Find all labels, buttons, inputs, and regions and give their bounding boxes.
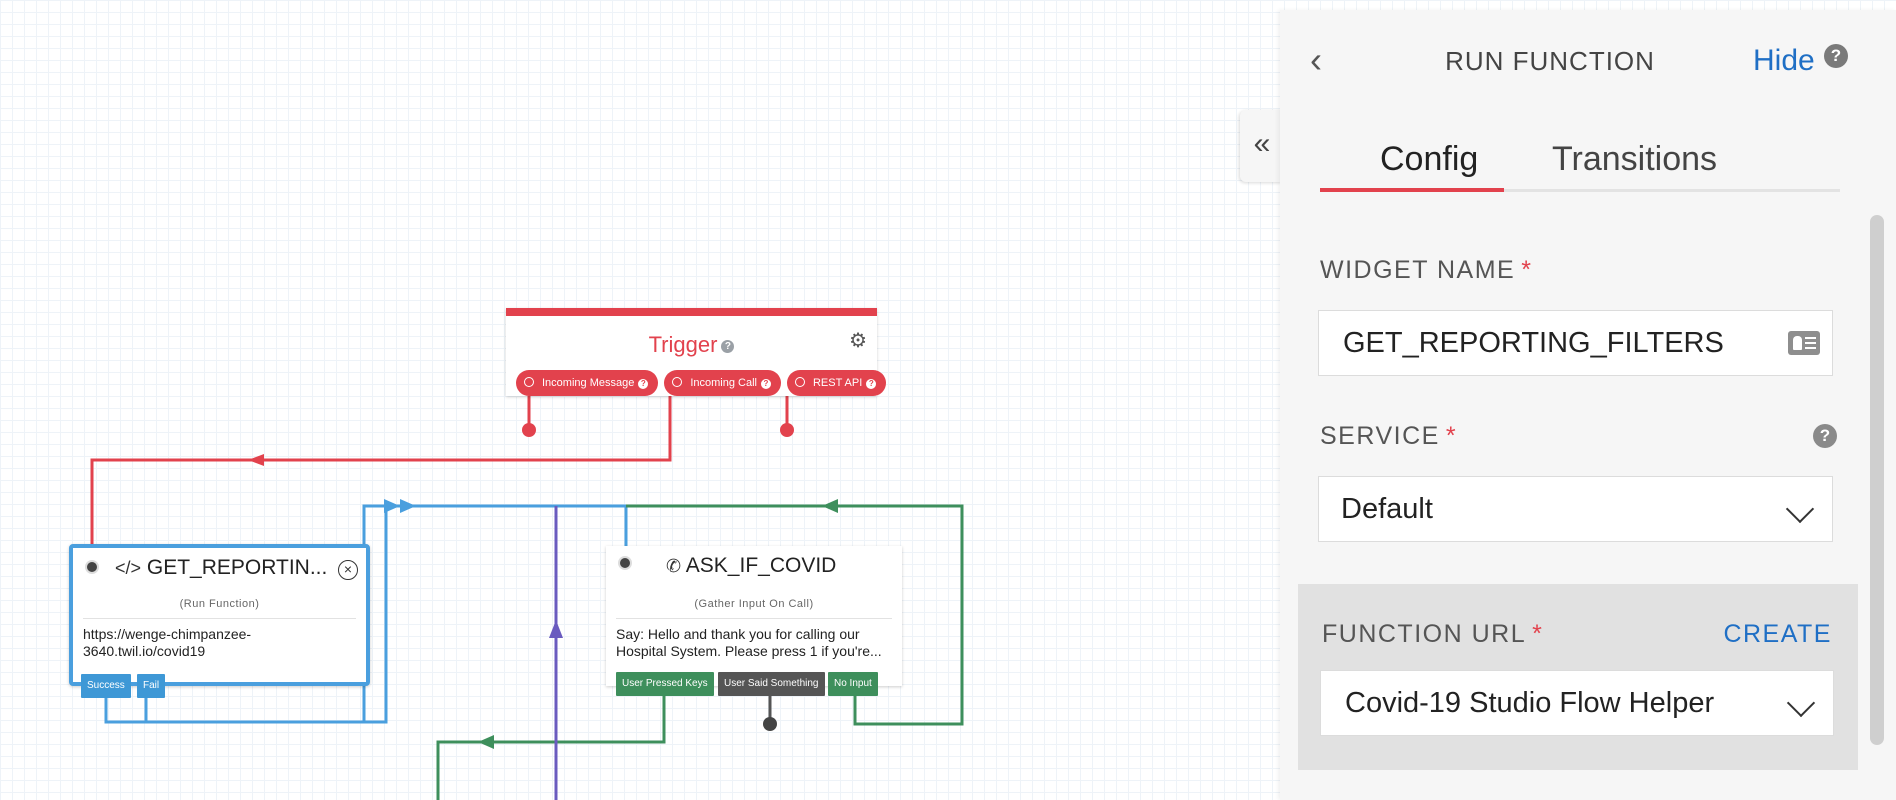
arrow-green-top bbox=[822, 499, 838, 513]
flow-canvas[interactable]: Trigger? ⚙ Incoming Message? Incoming Ca… bbox=[0, 0, 1280, 800]
function-url-select[interactable]: Covid-19 Studio Flow Helper bbox=[1320, 670, 1834, 736]
widget-subtitle: (Gather Input On Call) bbox=[694, 598, 814, 610]
double-chevron-left-icon: « bbox=[1253, 127, 1270, 160]
trigger-rest-endpoint bbox=[780, 423, 794, 437]
widget-body: https://wenge-chimpanzee-3640.twil.io/co… bbox=[83, 626, 252, 659]
hide-link[interactable]: Hide bbox=[1753, 44, 1815, 77]
widget-title: ✆ ASK_IF_COVID bbox=[666, 554, 837, 577]
wire-blue-in bbox=[390, 504, 628, 546]
widget-name-label: WIDGET NAME* bbox=[1320, 256, 1533, 284]
close-icon[interactable]: × bbox=[338, 560, 358, 580]
get-reporting-widget[interactable]: </> GET_REPORTIN... × (Run Function) htt… bbox=[69, 544, 370, 698]
transition-user-pressed-keys[interactable]: User Pressed Keys bbox=[616, 672, 714, 696]
panel-scrollbar[interactable] bbox=[1870, 215, 1884, 745]
phone-icon: ✆ bbox=[666, 556, 682, 576]
create-link[interactable]: CREATE bbox=[1723, 620, 1832, 648]
widget-subtitle: (Run Function) bbox=[179, 598, 260, 610]
chevron-down-icon bbox=[1785, 494, 1815, 524]
contact-card-icon bbox=[1788, 331, 1820, 355]
widget-body: Say: Hello and thank you for calling our… bbox=[616, 626, 882, 659]
help-icon: ? bbox=[638, 379, 649, 389]
wire-no-input bbox=[626, 504, 964, 726]
said-something-endpoint bbox=[763, 717, 777, 731]
gear-icon[interactable]: ⚙ bbox=[849, 330, 867, 352]
service-select[interactable]: Default bbox=[1318, 476, 1833, 542]
circle-icon bbox=[672, 377, 683, 387]
incoming-call-button[interactable]: Incoming Call? bbox=[664, 370, 781, 396]
transition-fail[interactable]: Fail bbox=[137, 674, 166, 698]
tab-config[interactable]: Config bbox=[1380, 140, 1479, 178]
transition-no-input[interactable]: No Input bbox=[828, 672, 878, 696]
arrow-blue-1 bbox=[384, 499, 400, 513]
code-icon: </> bbox=[115, 558, 142, 578]
circle-icon bbox=[524, 377, 534, 387]
widget-name-field[interactable]: GET_REPORTING_FILTERS bbox=[1318, 310, 1833, 376]
widget-title: </> GET_REPORTIN... bbox=[115, 556, 328, 579]
transition-success[interactable]: Success bbox=[81, 674, 131, 698]
help-icon[interactable]: ? bbox=[721, 340, 735, 353]
input-port[interactable] bbox=[618, 556, 632, 570]
wire-user-pressed-keys bbox=[436, 694, 666, 800]
active-tab-indicator bbox=[1320, 188, 1504, 192]
flow-connections bbox=[90, 394, 964, 800]
help-icon[interactable]: ? bbox=[1813, 424, 1837, 448]
incoming-message-button[interactable]: Incoming Message? bbox=[516, 370, 659, 396]
rest-api-button[interactable]: REST API? bbox=[786, 370, 887, 396]
arrow-red bbox=[248, 454, 264, 466]
panel-tabs: Config Transitions bbox=[1320, 132, 1840, 192]
function-url-label: FUNCTION URL* bbox=[1322, 620, 1544, 648]
transition-user-said-something[interactable]: User Said Something bbox=[718, 672, 825, 696]
input-port[interactable] bbox=[85, 560, 99, 574]
tab-transitions[interactable]: Transitions bbox=[1552, 140, 1718, 178]
help-icon[interactable]: ? bbox=[1824, 44, 1848, 68]
trigger-title: Trigger? bbox=[506, 332, 877, 358]
ask-if-covid-widget[interactable]: ✆ ASK_IF_COVID (Gather Input On Call) Sa… bbox=[606, 546, 902, 696]
arrow-green-bottom bbox=[478, 735, 494, 749]
config-panel: ‹ RUN FUNCTION Hide ? Config Transitions… bbox=[1280, 10, 1896, 800]
chevron-down-icon bbox=[1786, 688, 1816, 718]
arrow-blue-2 bbox=[400, 499, 416, 513]
chevron-left-icon[interactable]: ‹ bbox=[1310, 39, 1322, 80]
trigger-widget[interactable]: Trigger? ⚙ Incoming Message? Incoming Ca… bbox=[506, 308, 887, 396]
trigger-message-endpoint bbox=[522, 423, 536, 437]
panel-title: RUN FUNCTION bbox=[1445, 46, 1655, 76]
help-icon: ? bbox=[866, 379, 877, 389]
help-icon: ? bbox=[760, 379, 771, 389]
wire-fail bbox=[144, 506, 388, 724]
service-label: SERVICE* bbox=[1320, 422, 1458, 450]
arrow-purple bbox=[549, 620, 563, 638]
circle-icon bbox=[794, 377, 805, 387]
function-url-section: FUNCTION URL* CREATE Covid-19 Studio Flo… bbox=[1298, 584, 1858, 770]
collapse-panel-button[interactable]: « bbox=[1240, 110, 1282, 182]
wire-incoming-call bbox=[90, 394, 672, 544]
